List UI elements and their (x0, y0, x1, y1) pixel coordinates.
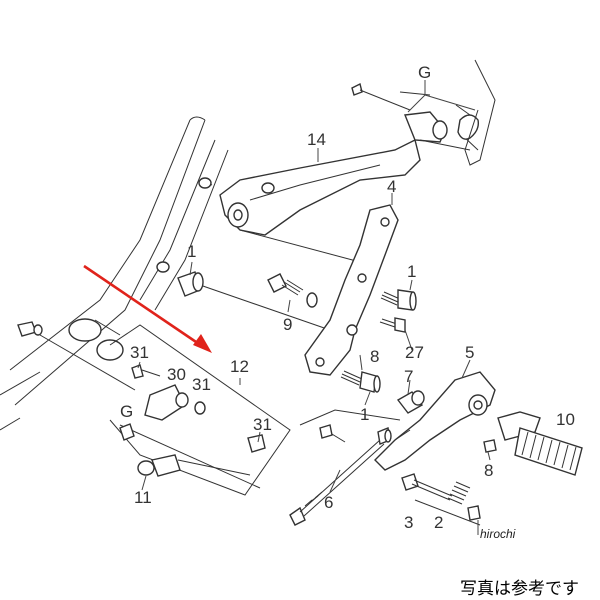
part-5-footrest-bracket (374, 371, 496, 471)
label-part-3: 3 (404, 513, 413, 532)
label-part-2: 2 (434, 513, 443, 532)
label-part-12: 12 (230, 357, 249, 376)
label-part-8-lower: 8 (484, 461, 493, 480)
label-part-1-lower: 1 (360, 405, 369, 424)
label-part-31-left: 31 (130, 343, 149, 362)
part-9-bolt (267, 273, 318, 308)
label-part-6: 6 (324, 493, 333, 512)
label-part-g-lower: G (120, 402, 133, 421)
part-10-footpeg (497, 411, 583, 476)
frame-boss-upper (198, 177, 212, 189)
part-12-inner-line (119, 424, 261, 489)
reference-photo-caption: 写真は参考です (460, 579, 579, 599)
watermark-text: hirochi (480, 527, 516, 541)
part-4-bracket-plate (304, 204, 399, 376)
centerline-2 (199, 284, 331, 331)
highlight-arrow (83, 264, 212, 353)
rod-region-outline (299, 409, 401, 426)
label-part-30: 30 (167, 365, 186, 384)
part-g-pin-top (351, 59, 496, 166)
part-6-shift-rod (289, 427, 392, 526)
part-2-3-bolt-spring (401, 473, 481, 526)
part-14-shift-arm (219, 111, 471, 236)
frame-boss-lower (156, 261, 170, 273)
part-1-collar-upper (177, 271, 204, 297)
frame-bolt-left (17, 321, 136, 391)
label-part-g-top: G (418, 63, 431, 82)
part-7-collar (396, 390, 425, 414)
label-part-1-upper: 1 (187, 242, 196, 261)
label-part-31-middle: 31 (192, 375, 211, 394)
label-part-9: 9 (283, 315, 292, 334)
part-1-bolt-right (380, 289, 417, 311)
label-part-31-right: 31 (253, 415, 272, 434)
leader-lines (137, 80, 491, 535)
label-part-4: 4 (387, 177, 396, 196)
label-part-10: 10 (556, 410, 575, 429)
label-part-11: 11 (134, 488, 152, 507)
frame-tubes (0, 116, 229, 431)
part-g-pin-lower (119, 423, 135, 441)
part-27-bolt (379, 317, 406, 333)
part-30-bracket (131, 364, 266, 453)
part-8-bolt-lower (483, 439, 497, 453)
label-part-27: 27 (405, 343, 424, 362)
rod-end-upper (319, 424, 333, 439)
part-11-rod-end (137, 454, 251, 477)
label-part-1-right: 1 (407, 262, 416, 281)
label-part-8-upper: 8 (370, 347, 379, 366)
label-part-7: 7 (404, 367, 413, 386)
centerline-1 (239, 229, 361, 263)
part-1-bolt-lower (340, 370, 381, 393)
part-12-boundary (109, 324, 291, 496)
label-part-5: 5 (465, 343, 474, 362)
label-part-14: 14 (307, 130, 326, 149)
